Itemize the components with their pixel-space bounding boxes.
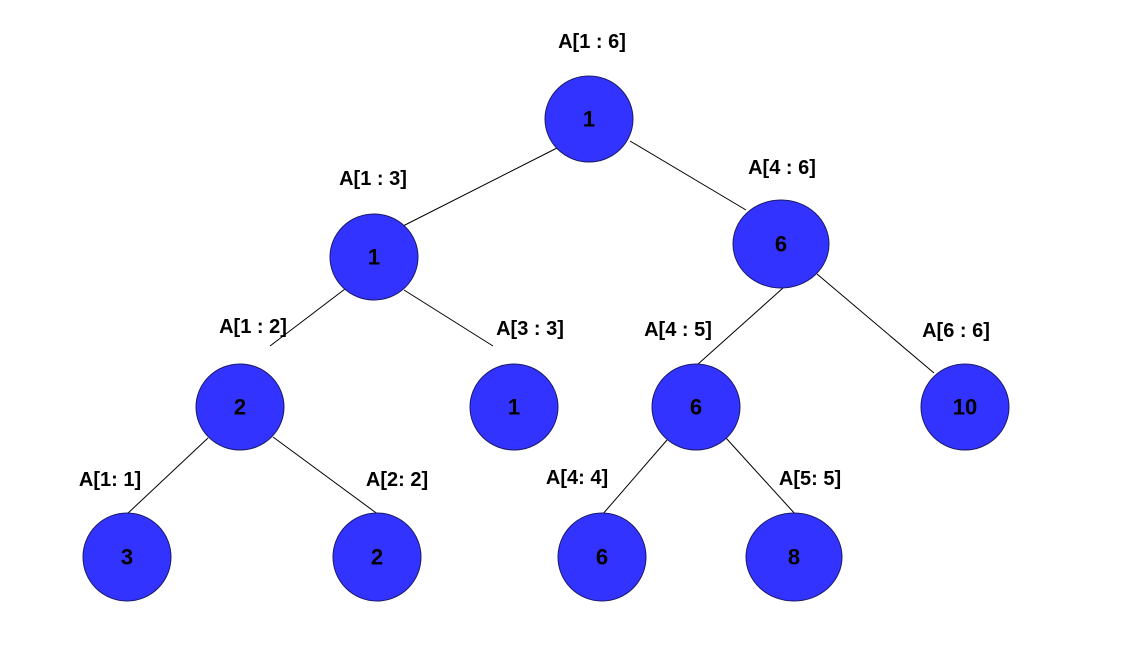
node-circle bbox=[732, 199, 830, 289]
tree-node-n66: 10 bbox=[920, 363, 1010, 451]
range-label-n33: A[3 : 3] bbox=[496, 318, 564, 340]
range-label-n16: A[1 : 6] bbox=[558, 31, 626, 53]
node-value: 3 bbox=[121, 545, 133, 570]
node-value: 6 bbox=[690, 395, 702, 420]
node-value: 1 bbox=[583, 107, 595, 132]
edge-n16-n46 bbox=[629, 140, 747, 211]
node-circle bbox=[557, 512, 647, 602]
node-circle bbox=[195, 363, 285, 451]
node-circle bbox=[745, 512, 843, 602]
nodes-layer: 1 1 6 2 1 6 10 3 2 6 8 bbox=[82, 75, 1010, 602]
range-labels-layer: A[1 : 6] A[1 : 3] A[4 : 6] A[1 : 2] A[3 : 3]… bbox=[79, 31, 990, 491]
edge-n46-n66 bbox=[816, 273, 935, 374]
range-label-n45: A[4 : 5] bbox=[644, 319, 712, 341]
tree-node-n11: 3 bbox=[82, 512, 172, 602]
tree-node-n46: 6 bbox=[732, 199, 830, 289]
range-label-n13: A[1 : 3] bbox=[339, 168, 407, 190]
node-circle bbox=[920, 363, 1010, 451]
edge-n16-n13 bbox=[402, 147, 558, 227]
tree-node-n13: 1 bbox=[329, 213, 419, 301]
edge-n46-n45 bbox=[696, 287, 784, 366]
tree-node-n45: 6 bbox=[651, 363, 741, 451]
range-label-n12: A[1 : 2] bbox=[219, 316, 287, 338]
node-value: 2 bbox=[234, 395, 246, 420]
tree-node-n55: 8 bbox=[745, 512, 843, 602]
node-circle bbox=[329, 213, 419, 301]
edge-n13-n12 bbox=[269, 288, 346, 347]
edges-layer bbox=[125, 140, 935, 516]
range-label-n55: A[5: 5] bbox=[779, 468, 841, 490]
node-circle bbox=[82, 512, 172, 602]
tree-node-n33: 1 bbox=[469, 363, 559, 451]
range-label-n46: A[4 : 6] bbox=[748, 157, 816, 179]
node-value: 6 bbox=[596, 545, 608, 570]
node-value: 10 bbox=[953, 395, 977, 420]
range-label-n66: A[6 : 6] bbox=[922, 320, 990, 342]
tree-node-n16: 1 bbox=[544, 75, 634, 163]
node-circle bbox=[544, 75, 634, 163]
node-circle bbox=[651, 363, 741, 451]
node-value: 6 bbox=[775, 232, 787, 257]
node-value: 1 bbox=[368, 245, 380, 270]
edge-n45-n44 bbox=[601, 439, 668, 516]
node-circle bbox=[469, 363, 559, 451]
edge-n13-n33 bbox=[403, 289, 494, 347]
range-label-n22: A[2: 2] bbox=[366, 469, 428, 491]
node-value: 1 bbox=[508, 395, 520, 420]
tree-node-n44: 6 bbox=[557, 512, 647, 602]
range-label-n11: A[1: 1] bbox=[79, 469, 141, 491]
range-label-n44: A[4: 4] bbox=[546, 467, 608, 489]
edge-n45-n55 bbox=[725, 437, 797, 516]
node-value: 2 bbox=[371, 545, 383, 570]
edge-n12-n11 bbox=[125, 437, 209, 516]
node-value: 8 bbox=[788, 545, 800, 570]
tree-node-n12: 2 bbox=[195, 363, 285, 451]
edge-n12-n22 bbox=[272, 436, 380, 516]
node-circle bbox=[332, 512, 422, 602]
tree-node-n22: 2 bbox=[332, 512, 422, 602]
